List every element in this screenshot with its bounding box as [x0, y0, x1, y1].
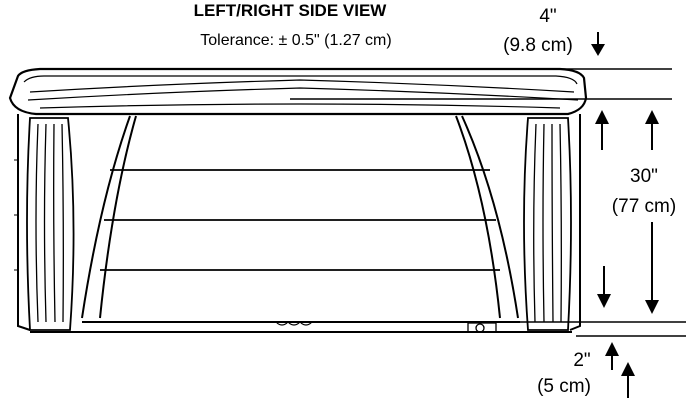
dim-body-cm: (77 cm)	[612, 196, 676, 217]
right-vent-panel	[523, 117, 572, 331]
tolerance-note: Tolerance: ± 0.5" (1.27 cm)	[200, 32, 391, 49]
dim-top-cm: (9.8 cm)	[503, 35, 573, 56]
left-vent-slot-2	[43, 123, 47, 323]
canopy-curve-upper	[29, 79, 575, 93]
left-vent-slot-3	[53, 123, 56, 323]
left-vent-slot-4	[61, 123, 64, 323]
dim-top-inches: 4"	[539, 6, 556, 27]
canopy-curve-lower	[27, 87, 579, 101]
dimension-lines	[290, 32, 686, 398]
left-arch-leg-inner	[99, 115, 137, 319]
left-arch-leg	[81, 115, 131, 319]
canopy-lid	[8, 67, 588, 116]
body-right-side	[569, 114, 581, 331]
canopy-inner-line	[23, 75, 578, 85]
left-vent-panel	[26, 117, 75, 331]
arrow-30in-up-head	[645, 110, 659, 124]
arrow-cap-up-head	[595, 110, 609, 124]
base-center-detail	[275, 321, 313, 326]
right-arch-leg	[461, 115, 519, 319]
right-vent-slot-1	[533, 123, 537, 323]
dim-bottom-cm: (5 cm)	[537, 376, 591, 397]
diagram-title: LEFT/RIGHT SIDE VIEW	[194, 1, 388, 20]
right-vent-slot-2	[542, 123, 545, 323]
tanning-bed-outline	[8, 67, 588, 333]
left-vent-slot-1	[35, 123, 39, 323]
body-left-side	[17, 114, 31, 331]
dim-bottom-inches: 2"	[573, 350, 590, 371]
power-connector	[475, 323, 485, 333]
canopy-bottom-rim	[39, 103, 561, 109]
dim-body-inches: 30"	[630, 166, 658, 187]
right-vent-slot-4	[559, 123, 562, 323]
right-vent-slot-3	[551, 123, 554, 323]
right-arch-leg-inner	[455, 115, 501, 319]
arrow-30in-down-head	[645, 300, 659, 314]
arrow-5cm-up-head	[621, 362, 635, 376]
arrow-2in-up-head	[605, 342, 619, 356]
arrow-2in-down-head	[597, 294, 611, 308]
arrow-4in-head	[591, 44, 605, 56]
